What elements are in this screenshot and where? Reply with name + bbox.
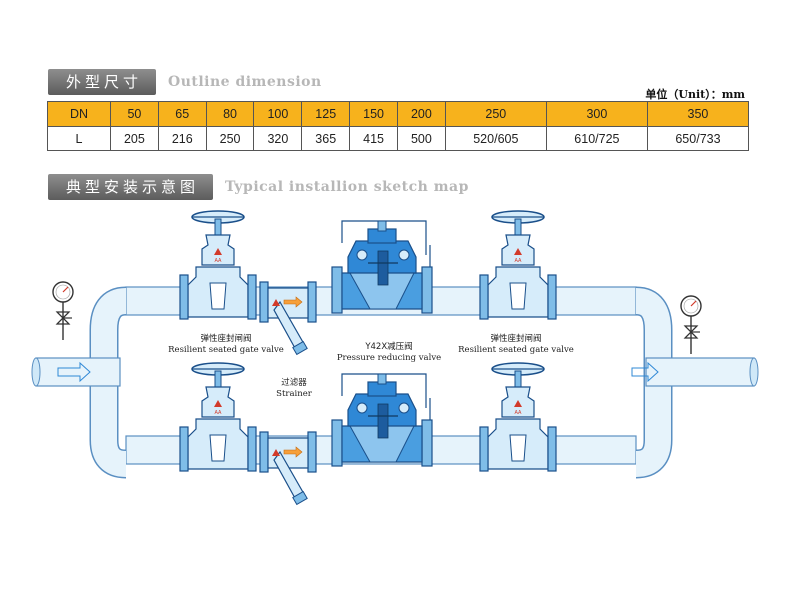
pressure-reducing-valve-icon [331, 373, 433, 467]
outline-dimension-header: 外型尺寸 Outline dimension [48, 69, 322, 95]
gate-valve-icon [179, 362, 257, 472]
unit-note: 单位（Unit）：mm [645, 88, 745, 101]
label-en: Resilient seated gate valve [168, 345, 284, 355]
table-cell: L [47, 126, 111, 151]
header-cell: 300 [545, 101, 648, 127]
label-en: Resilient seated gate valve [458, 345, 574, 355]
label-en: Strainer [276, 389, 312, 399]
label-cn: Y42X减压阀 [365, 342, 413, 352]
header-cell: 100 [253, 101, 303, 127]
header-cell: 350 [646, 101, 750, 127]
table-cell: 216 [157, 126, 207, 151]
table-cell: 610/725 [545, 126, 648, 151]
header-cell: 65 [157, 101, 207, 127]
pressure-gauge-icon [52, 281, 74, 340]
header-cell: 50 [110, 101, 159, 127]
gate-valve-icon [479, 210, 557, 320]
section-title-cn: 外型尺寸 [48, 69, 157, 95]
dimension-table: DN 50 65 80 100 125 150 200 250 300 350 … [47, 101, 750, 151]
strainer-icon [259, 431, 317, 506]
pressure-gauge-icon [680, 295, 702, 354]
prv-label: Y42X减压阀 Pressure reducing valve [334, 342, 444, 364]
label-cn: 弹性座封闸阀 [490, 334, 542, 344]
table-row: L 205 216 250 320 365 415 500 520/605 61… [47, 126, 750, 151]
section-title-en: Outline dimension [168, 74, 322, 90]
pressure-reducing-valve-icon [331, 220, 433, 314]
gate-valve-icon [479, 362, 557, 472]
gate-valve-label-right: 弹性座封闸阀 Resilient seated gate valve [458, 334, 574, 356]
strainer-label: 过滤器 Strainer [266, 378, 322, 400]
header-cell: 150 [349, 101, 398, 127]
table-cell: 205 [110, 126, 159, 151]
table-header-row: DN 50 65 80 100 125 150 200 250 300 350 [47, 101, 750, 127]
label-en: Pressure reducing valve [336, 353, 442, 363]
header-cell: DN [47, 101, 111, 127]
label-cn: 过滤器 [281, 378, 307, 388]
section-title-cn: 典型安装示意图 [48, 174, 214, 200]
table-cell: 500 [396, 126, 446, 151]
gate-valve-icon [179, 210, 257, 320]
header-cell: 125 [301, 101, 351, 127]
table-cell: 520/605 [444, 126, 547, 151]
table-cell: 365 [301, 126, 351, 151]
gate-valve-label-left: 弹性座封闸阀 Resilient seated gate valve [168, 334, 284, 356]
table-cell: 250 [205, 126, 255, 151]
table-cell: 320 [253, 126, 303, 151]
table-cell: 650/733 [646, 126, 750, 151]
installation-sketch-header: 典型安装示意图 Typical installion sketch map [48, 174, 469, 200]
label-cn: 弹性座封闸阀 [200, 334, 252, 344]
section-title-en: Typical installion sketch map [225, 179, 469, 195]
